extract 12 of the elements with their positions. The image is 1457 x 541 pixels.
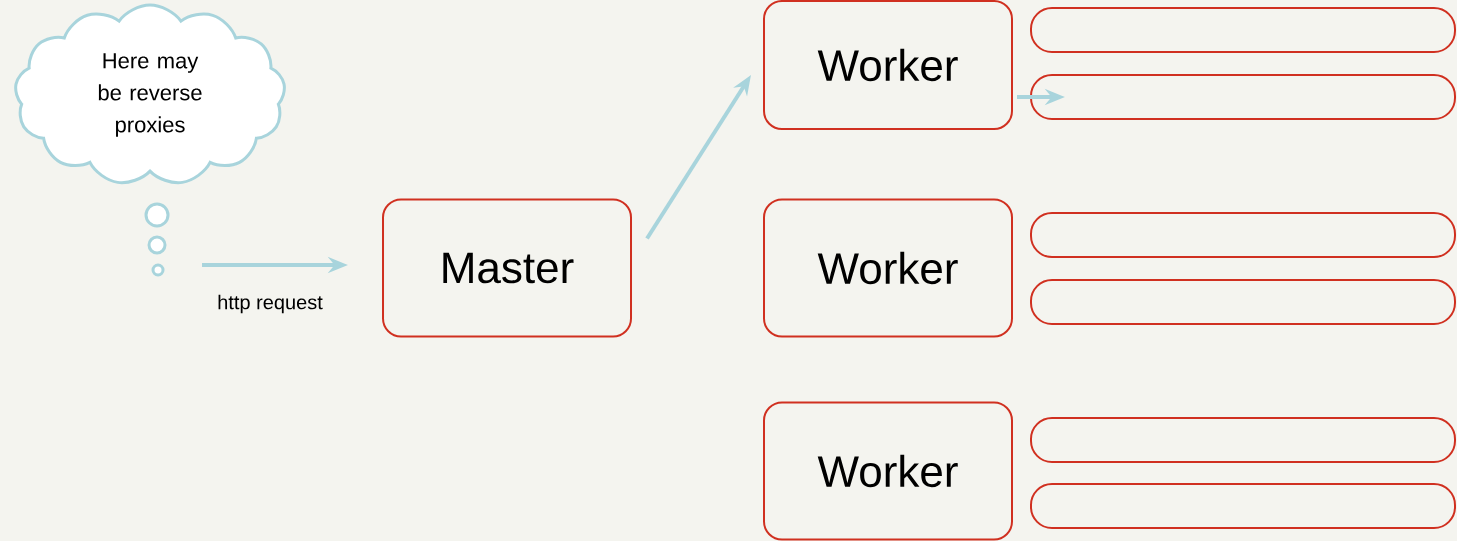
rounded-bar (1030, 483, 1456, 529)
process-box: Worker (763, 401, 1013, 541)
rounded-bar (1030, 74, 1456, 120)
rounded-bar (1030, 212, 1456, 258)
edge-label: http request (218, 294, 323, 314)
process-box: Worker (763, 198, 1013, 338)
rounded-bar (1030, 417, 1456, 463)
process-box: Master (382, 198, 632, 338)
process-box: Worker (763, 0, 1013, 130)
thought-cloud: Here may be reverse proxies (14, 3, 286, 185)
rounded-bar (1030, 279, 1456, 325)
rounded-bar (1030, 7, 1456, 53)
